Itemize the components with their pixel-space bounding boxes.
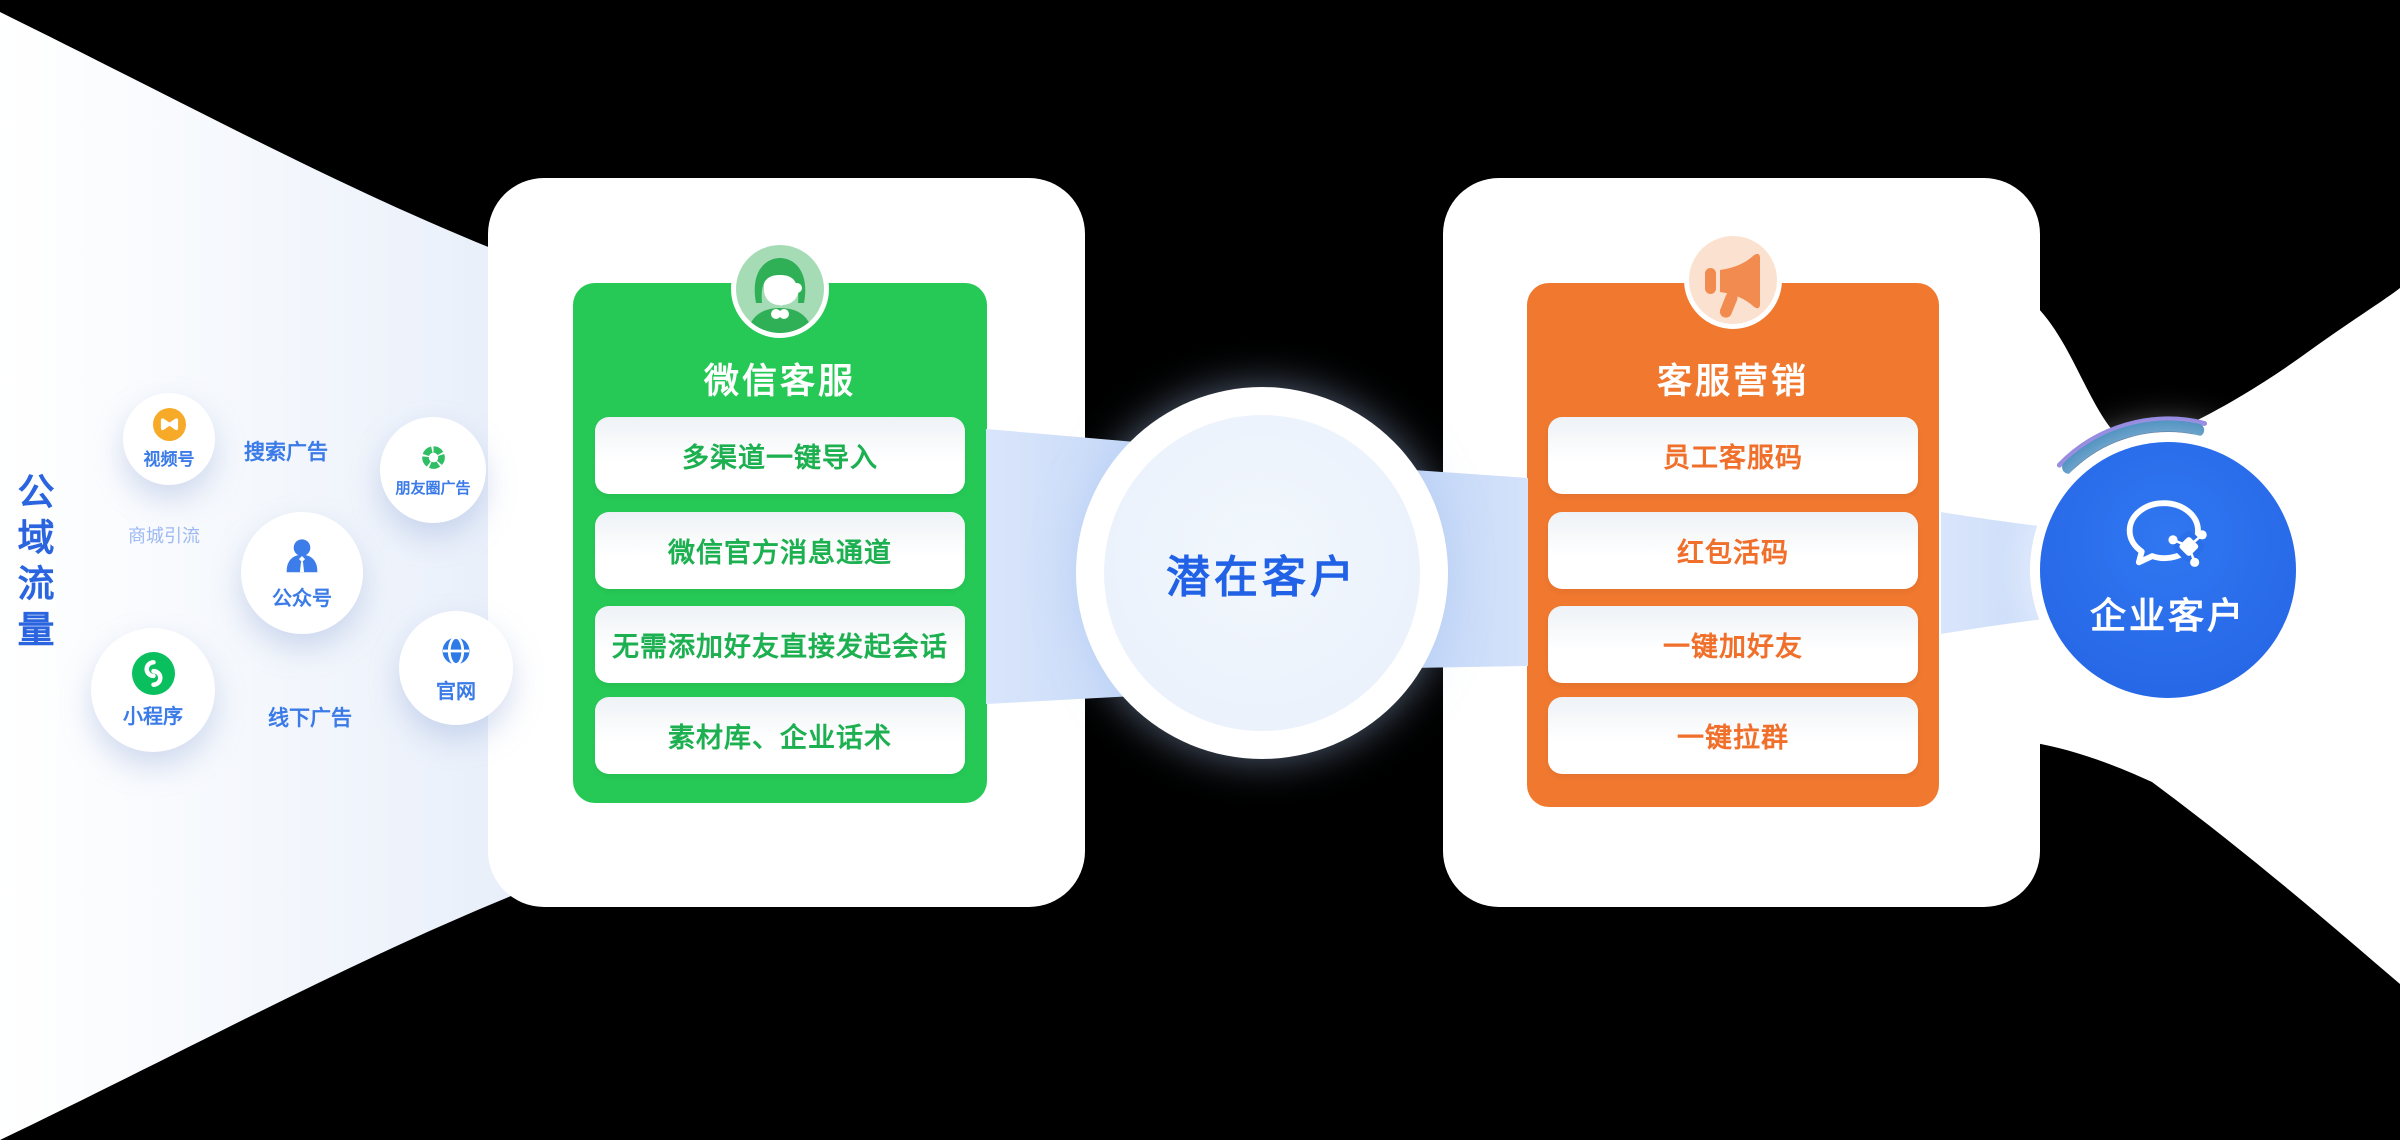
channel-circle-miniprogram: 小程序 xyxy=(91,628,215,752)
enterprise-customers-label: 企业客户 xyxy=(2089,595,2246,636)
wecom-icon xyxy=(2126,500,2207,567)
feature-item: 多渠道一键导入 xyxy=(595,417,965,494)
channel-label: 公众号 xyxy=(272,588,332,610)
customer-service-avatar-icon xyxy=(731,240,829,338)
channel-label: 视频号 xyxy=(143,450,195,469)
channel-label-mall: 商城引流 xyxy=(128,526,200,546)
public-traffic-label: 公域流量 xyxy=(12,472,53,656)
service-marketing-card: 客服营销 员工客服码 红包活码 一键加好友 一键拉群 xyxy=(1443,178,2040,907)
potential-customers-label: 潜在客户 xyxy=(1166,553,1358,602)
potential-customers-circle: 潜在客户 xyxy=(1104,415,1420,731)
enterprise-customers-node: 企业客户 xyxy=(2040,442,2296,698)
wechat-service-title: 微信客服 xyxy=(703,362,856,401)
channel-circle-shipinhao: 视频号 xyxy=(123,393,215,485)
feature-item: 素材库、企业话术 xyxy=(595,697,965,774)
channel-circle-official-account: 公众号 xyxy=(241,512,363,634)
feature-item: 微信官方消息通道 xyxy=(595,512,965,589)
website-globe-icon xyxy=(442,636,470,666)
channel-circle-website: 官网 xyxy=(399,611,513,725)
megaphone-icon xyxy=(1684,231,1782,329)
channel-label: 朋友圈广告 xyxy=(395,480,471,497)
feature-item: 一键拉群 xyxy=(1548,697,1918,774)
channel-label-offline-ads: 线下广告 xyxy=(268,707,352,730)
channels-icon xyxy=(152,408,186,441)
channel-label: 小程序 xyxy=(123,705,183,728)
channel-label-search-ads: 搜索广告 xyxy=(244,441,328,464)
potential-customers-node: 潜在客户 xyxy=(1076,387,1448,759)
official-account-icon xyxy=(286,539,318,573)
feature-item: 员工客服码 xyxy=(1548,417,1918,494)
channel-label: 官网 xyxy=(436,681,476,703)
service-marketing-panel: 客服营销 员工客服码 红包活码 一键加好友 一键拉群 xyxy=(1527,283,1939,807)
service-marketing-title: 客服营销 xyxy=(1656,362,1809,401)
feature-item: 无需添加好友直接发起会话 xyxy=(595,606,965,683)
channel-circle-moments-ads: 朋友圈广告 xyxy=(380,417,486,523)
moments-ads-aperture-icon xyxy=(421,446,445,469)
feature-item: 红包活码 xyxy=(1548,512,1918,589)
wechat-service-card: 微信客服 多渠道一键导入 微信官方消息通道 无需添加好友直接发起会话 素材库、企… xyxy=(488,178,1085,907)
miniprogram-icon xyxy=(131,651,175,695)
feature-item: 一键加好友 xyxy=(1548,606,1918,683)
wechat-service-panel: 微信客服 多渠道一键导入 微信官方消息通道 无需添加好友直接发起会话 素材库、企… xyxy=(573,283,987,803)
